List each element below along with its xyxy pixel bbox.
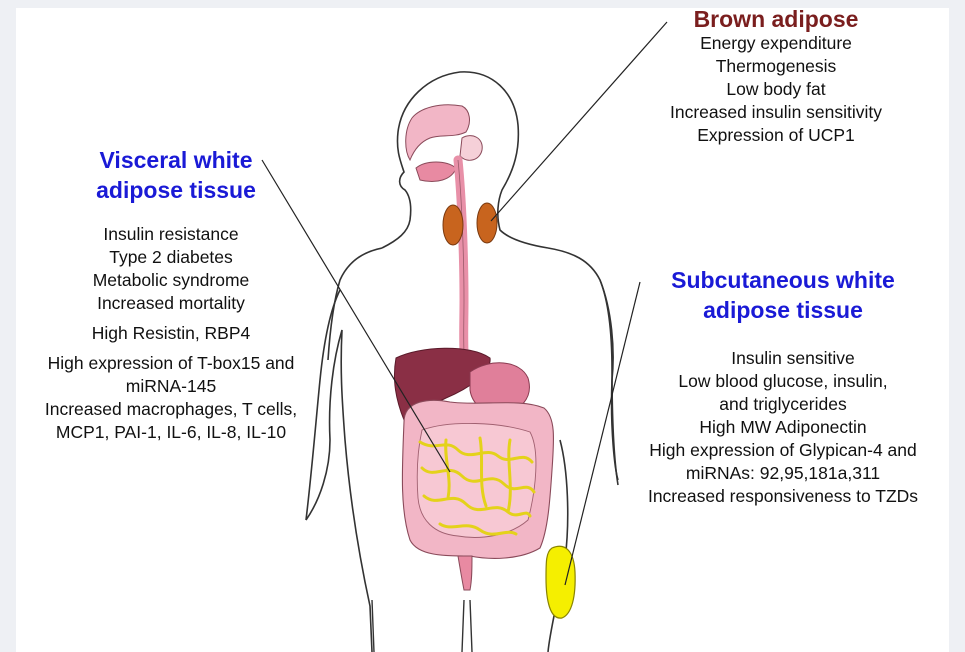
brown-line-5: Expression of UCP1 [620, 124, 932, 147]
subcutaneous-title-line-1: Subcutaneous white [608, 265, 958, 295]
subcutaneous-adipose-block: Subcutaneous white adipose tissue Insuli… [608, 265, 958, 508]
brown-line-4: Increased insulin sensitivity [620, 101, 932, 124]
visceral-line-1: Insulin resistance [6, 223, 336, 246]
nasal-cavity [406, 105, 470, 160]
brown-line-3: Low body fat [620, 78, 932, 101]
subcutaneous-line-3: and triglycerides [608, 393, 958, 416]
subcutaneous-line-1: Insulin sensitive [608, 347, 958, 370]
legs-outline [372, 600, 472, 652]
visceral-adipose-block: Visceral white adipose tissue Insulin re… [6, 145, 336, 444]
mouth-tongue [416, 162, 456, 182]
subcutaneous-line-7: Increased responsiveness to TZDs [608, 485, 958, 508]
brown-adipose-right-lobe [477, 203, 497, 243]
brown-adipose-block: Brown adipose Energy expenditure Thermog… [620, 6, 932, 147]
visceral-line-2: Type 2 diabetes [6, 246, 336, 269]
subcutaneous-line-5: High expression of Glypican-4 and [608, 439, 958, 462]
brown-adipose-title: Brown adipose [620, 6, 932, 32]
visceral-line-4: Increased mortality [6, 292, 336, 315]
visceral-line-9: MCP1, PAI-1, IL-6, IL-8, IL-10 [6, 421, 336, 444]
visceral-line-6: High expression of T-box15 and [6, 352, 336, 375]
subcutaneous-title-line-2: adipose tissue [608, 295, 958, 325]
visceral-line-5: High Resistin, RBP4 [6, 322, 336, 345]
subcutaneous-fat [546, 546, 575, 618]
rectum [458, 556, 472, 590]
brown-adipose-left-lobe [443, 205, 463, 245]
brown-line-2: Thermogenesis [620, 55, 932, 78]
subcutaneous-line-2: Low blood glucose, insulin, [608, 370, 958, 393]
brown-line-1: Energy expenditure [620, 32, 932, 55]
esophagus [458, 160, 468, 380]
visceral-title-line-2: adipose tissue [6, 175, 336, 205]
visceral-line-7: miRNA-145 [6, 375, 336, 398]
visceral-line-3: Metabolic syndrome [6, 269, 336, 292]
subcutaneous-line-4: High MW Adiponectin [608, 416, 958, 439]
subcutaneous-line-6: miRNAs: 92,95,181a,311 [608, 462, 958, 485]
visceral-line-8: Increased macrophages, T cells, [6, 398, 336, 421]
visceral-title-line-1: Visceral white [6, 145, 336, 175]
salivary-gland [460, 136, 482, 161]
